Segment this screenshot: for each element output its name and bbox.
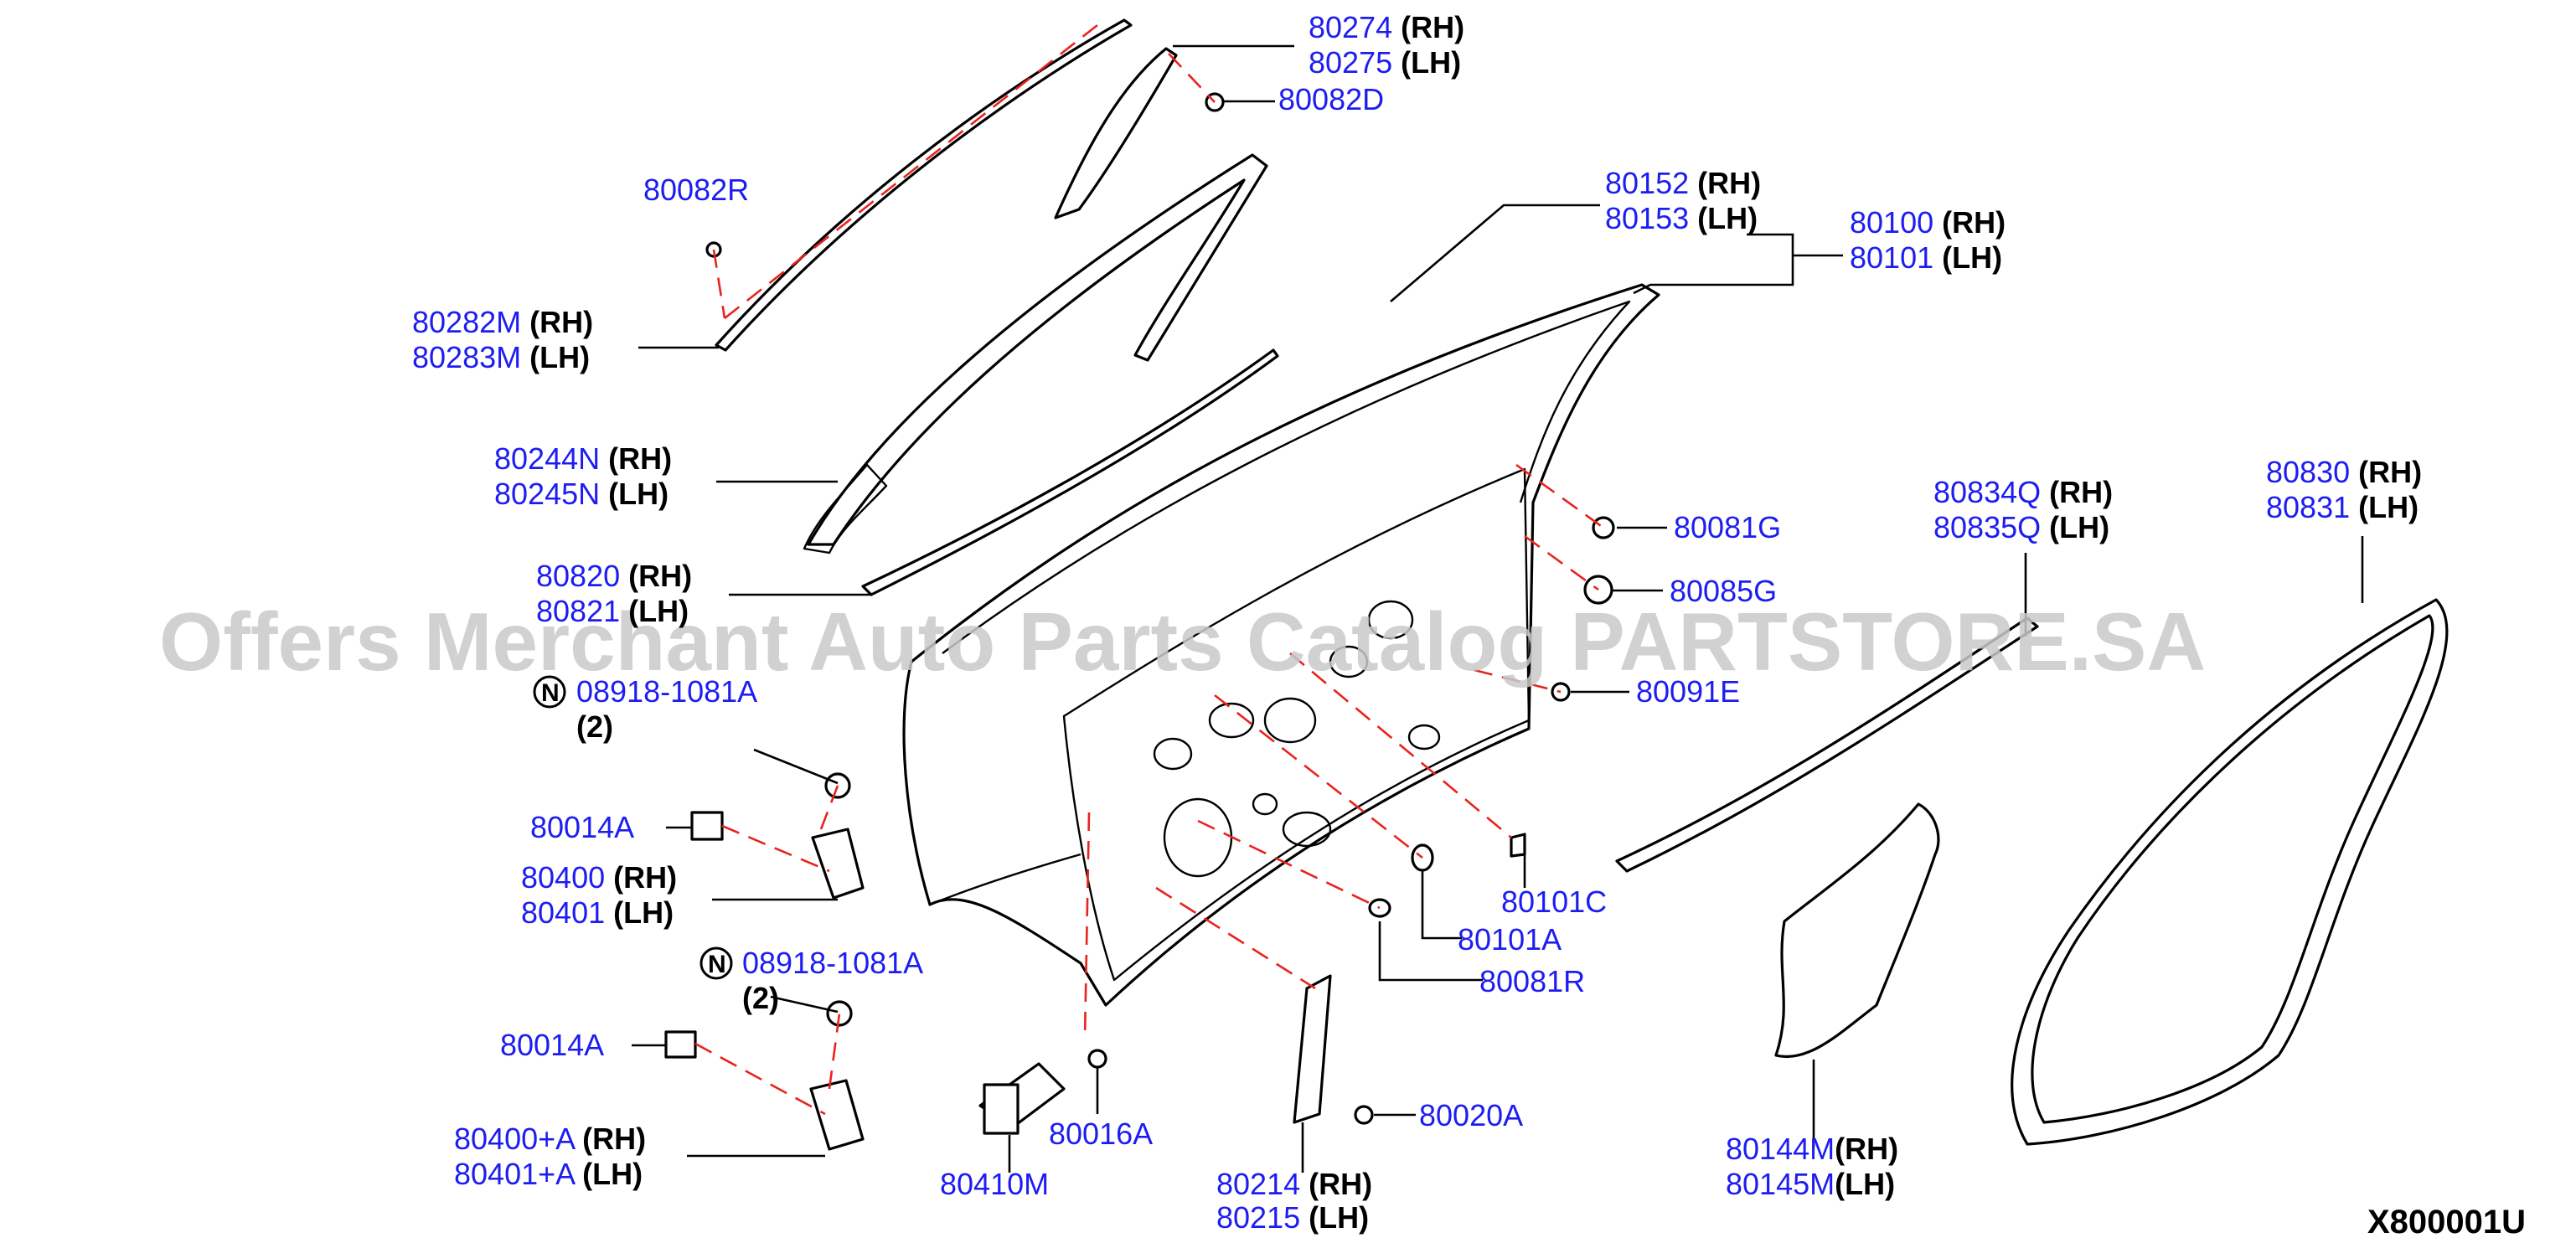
callout-80101C: 80101C <box>1501 885 1607 919</box>
callout-80401: 80401 (LH) <box>521 895 674 930</box>
callout-80153: 80153 (LH) <box>1605 201 1758 235</box>
sash-cover <box>1054 47 1178 219</box>
callout-80091E: 80091E <box>1636 674 1740 709</box>
assembly-lines <box>694 23 1604 1116</box>
door-skin-lower <box>929 853 1082 906</box>
callout-80082D: 80082D <box>1278 82 1384 116</box>
callout-80085G: 80085G <box>1670 574 1777 608</box>
svg-text:(2): (2) <box>576 709 613 744</box>
door-frame-molding <box>715 18 1133 352</box>
door-inner-panel <box>1062 467 1531 982</box>
callout-80400A: 80400+A (RH) <box>454 1122 646 1156</box>
svg-text:N: N <box>541 679 560 707</box>
callout-80081R: 80081R <box>1479 964 1585 998</box>
callout-80401A: 80401+A (LH) <box>454 1157 643 1191</box>
callout-80020A: 80020A <box>1419 1098 1523 1132</box>
callout-80821: 80821 (LH) <box>536 594 689 628</box>
front-lower-sash <box>1293 974 1332 1124</box>
callout-80101A: 80101A <box>1458 922 1562 957</box>
callout-80014A-upper: 80014A <box>530 810 634 844</box>
callout-labels: 80274 (RH) 80275 (LH) 80082D 80082R 8028… <box>412 10 2422 1235</box>
callout-80214: 80214 (RH) <box>1216 1167 1372 1201</box>
callout-80282M: 80282M (RH) <box>412 305 593 339</box>
door-inner-holes <box>1153 600 1441 878</box>
callout-80410M: 80410M <box>940 1167 1049 1201</box>
callout-80101: 80101 (LH) <box>1850 240 2002 275</box>
parts-drawing <box>664 18 2449 1151</box>
clip-80081G <box>1592 516 1615 539</box>
callout-80275: 80275 (LH) <box>1309 45 1461 80</box>
glass-run-sash <box>807 153 1268 546</box>
callout-80145M: 80145M(LH) <box>1726 1167 1895 1201</box>
callout-80834Q: 80834Q (RH) <box>1933 475 2113 509</box>
callout-80082R: 80082R <box>643 173 749 207</box>
callout-80215: 80215 (LH) <box>1216 1200 1369 1235</box>
callout-80830: 80830 (RH) <box>2266 455 2422 489</box>
upper-hinge <box>690 772 865 900</box>
door-check-link <box>978 1049 1107 1135</box>
callout-80400: 80400 (RH) <box>521 860 677 895</box>
clip-80101C <box>1510 833 1526 858</box>
callout-80245N: 80245N (LH) <box>494 477 669 511</box>
callout-80274: 80274 (RH) <box>1309 10 1464 44</box>
watermark: Offers Merchant Auto Parts Catalog PARTS… <box>159 596 2206 688</box>
callout-80016A: 80016A <box>1049 1117 1153 1151</box>
window-regulator-module <box>1774 802 1940 1059</box>
weatherstrip-rail <box>1615 616 2039 873</box>
svg-text:08918-1081A: 08918-1081A <box>742 946 923 980</box>
callout-80014A-lower: 80014A <box>500 1028 604 1062</box>
callout-80835Q: 80835Q (LH) <box>1933 510 2109 544</box>
callout-80144M: 80144M(RH) <box>1726 1132 1898 1166</box>
callout-80831: 80831 (LH) <box>2266 490 2419 524</box>
callout-80820: 80820 (RH) <box>536 559 692 593</box>
leader-lines <box>632 44 2364 1173</box>
callout-bolt-lower: N 08918-1081A (2) <box>699 946 923 1015</box>
callout-80152: 80152 (RH) <box>1605 166 1761 200</box>
door-weatherstrip <box>2011 598 2449 1146</box>
callout-80244N: 80244N (RH) <box>494 441 672 476</box>
svg-text:(2): (2) <box>742 981 779 1015</box>
svg-text:N: N <box>708 951 726 978</box>
callout-80283M: 80283M (LH) <box>412 340 590 374</box>
clip-80020A <box>1354 1105 1374 1125</box>
lower-hinge <box>664 1000 865 1151</box>
callout-80100: 80100 (RH) <box>1850 205 2006 240</box>
svg-text:08918-1081A: 08918-1081A <box>576 674 757 709</box>
door-window-frame <box>942 300 1631 654</box>
callout-bolt-upper: N 08918-1081A (2) <box>533 674 757 744</box>
glass-run-lower <box>803 463 888 554</box>
diagram-code: X800001U <box>2367 1204 2526 1240</box>
belt-molding <box>861 348 1279 596</box>
callout-80081G: 80081G <box>1674 510 1781 544</box>
